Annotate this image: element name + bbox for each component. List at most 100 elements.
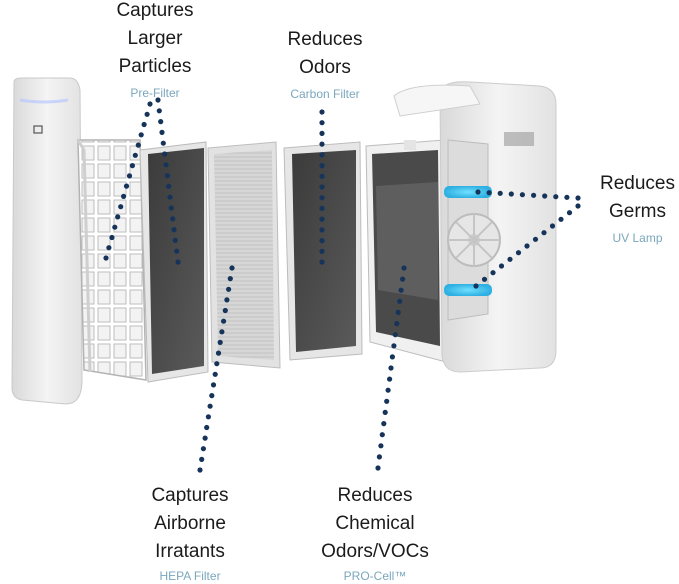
leader-carbon-dot [159, 129, 165, 135]
leader-carbon-top-dot [319, 109, 325, 115]
leader-uv-upper-dot [508, 191, 514, 197]
main-unit [393, 81, 557, 373]
uv-sublabel: UV Lamp [612, 231, 663, 245]
procell-sublabel: PRO-Cell™ [343, 569, 407, 583]
leader-pre-filter-dot [126, 173, 133, 179]
leader-uv-lower-dot [498, 263, 505, 269]
leader-pre-filter-dot [109, 234, 115, 241]
leader-pre-filter-dot [135, 142, 141, 148]
leader-procell-dot [397, 298, 403, 304]
leader-uv-lower-dot [490, 270, 496, 276]
leader-carbon-dot [168, 205, 174, 211]
leader-carbon-top-dot [319, 130, 325, 136]
leader-hepa-dot [215, 350, 222, 356]
pre-filter-line-3: Particles [118, 56, 192, 77]
leader-carbon-dot [162, 151, 168, 157]
hepa-line-3: Irratants [155, 541, 225, 562]
label-uv-lamp: Reduces Germs UV Lamp [585, 170, 679, 246]
leader-procell-dot [376, 454, 382, 460]
leader-procell-dot [388, 365, 394, 371]
leader-hepa-dot [217, 339, 223, 345]
leader-uv-upper-dot [486, 190, 492, 196]
hepa-line-1: Captures [151, 485, 229, 506]
leader-pre-filter-dot [138, 132, 144, 138]
pre-filter [76, 139, 147, 381]
leader-pre-filter-dot [141, 121, 147, 128]
leader-uv-lower-dot [541, 230, 547, 236]
leader-carbon-dot [160, 140, 166, 146]
leader-uv-lower-dot [473, 283, 479, 289]
leader-carbon-top-dot [319, 227, 325, 233]
leader-procell-dot [379, 432, 385, 438]
pre-filter-line-2: Larger [127, 28, 183, 49]
leader-carbon-dot [164, 173, 170, 179]
leader-hepa-dot [229, 265, 235, 271]
leader-carbon-top-dot [319, 120, 325, 126]
leader-hepa-dot [197, 467, 203, 473]
leader-carbon-top-dot [319, 205, 325, 211]
leader-carbon-dot [156, 108, 162, 114]
leader-pre-filter-dot [147, 101, 153, 107]
pro-cell-panel [365, 139, 447, 363]
leader-uv-upper-dot [564, 194, 570, 200]
procell-line-2: Chemical [335, 513, 415, 534]
leader-uv-upper-dot [553, 194, 559, 200]
leader-carbon-dot [170, 216, 176, 222]
leader-hepa-dot [210, 382, 217, 388]
leader-carbon-dot [155, 97, 161, 103]
leader-carbon-top-dot [319, 184, 325, 190]
leader-carbon-top-dot [319, 173, 325, 179]
leader-carbon-top-dot [319, 248, 325, 254]
leader-lines [103, 97, 581, 473]
leader-hepa-dot [212, 371, 218, 377]
leader-carbon-dot [175, 259, 181, 265]
leader-uv-upper-dot [575, 195, 581, 201]
carbon-line-2: Odors [299, 57, 351, 78]
leader-hepa-dot [214, 361, 220, 367]
carbon-filter-panel [139, 141, 209, 383]
leader-hepa-dot [205, 414, 211, 420]
leader-hepa-dot [204, 424, 210, 431]
leader-pre-filter-dot [132, 152, 138, 158]
leader-carbon-dot [174, 248, 180, 254]
leader-procell-dot [394, 321, 400, 327]
leader-procell-dot [389, 354, 395, 360]
procell-line-1: Reduces [337, 485, 413, 506]
leader-uv-upper-dot [542, 193, 548, 199]
leader-uv-lower-dot [507, 256, 513, 262]
leader-pre-filter-dot [129, 163, 135, 169]
leader-procell-dot [378, 443, 384, 449]
leader-pre-filter-dot [106, 245, 112, 251]
label-hepa-filter: Captures Airborne Irratants HEPA Filter [125, 482, 255, 584]
leader-carbon-top-dot [319, 238, 325, 244]
leader-pre-filter-dot [121, 193, 127, 199]
leader-procell-dot [400, 276, 406, 282]
leader-uv-lower-dot [532, 236, 539, 242]
leader-hepa-dot [222, 307, 228, 314]
leader-uv-lower-dot [524, 243, 530, 249]
uv-lamps [444, 186, 492, 296]
hepa-filter-panel [207, 141, 281, 369]
leader-carbon-top-dot [319, 152, 325, 158]
uv-line-2: Germs [609, 201, 666, 222]
leader-carbon-dot [172, 237, 178, 243]
leader-hepa-dot [200, 446, 206, 452]
leader-uv-upper-dot [475, 189, 481, 195]
leader-hepa-dot [226, 286, 232, 292]
leader-procell-dot [401, 265, 407, 271]
leader-carbon-dot [171, 227, 177, 233]
leader-procell-dot [381, 421, 387, 427]
pre-filter-line-1: Captures [116, 0, 194, 21]
label-carbon-filter: Reduces Odors Carbon Filter [260, 26, 390, 102]
carbon-line-1: Reduces [287, 29, 363, 50]
leader-carbon-top-dot [319, 259, 325, 265]
leader-procell-dot [395, 309, 401, 315]
leader-hepa-dot [221, 318, 227, 324]
leader-hepa-dot [219, 329, 225, 335]
leader-uv-lower-dot [549, 223, 556, 229]
leader-uv-lower-dot [566, 210, 573, 216]
leader-procell-dot [375, 465, 381, 471]
leader-carbon-top-dot [319, 195, 325, 201]
leader-uv-lower-dot [558, 216, 564, 222]
leader-carbon-top-dot [319, 141, 325, 147]
